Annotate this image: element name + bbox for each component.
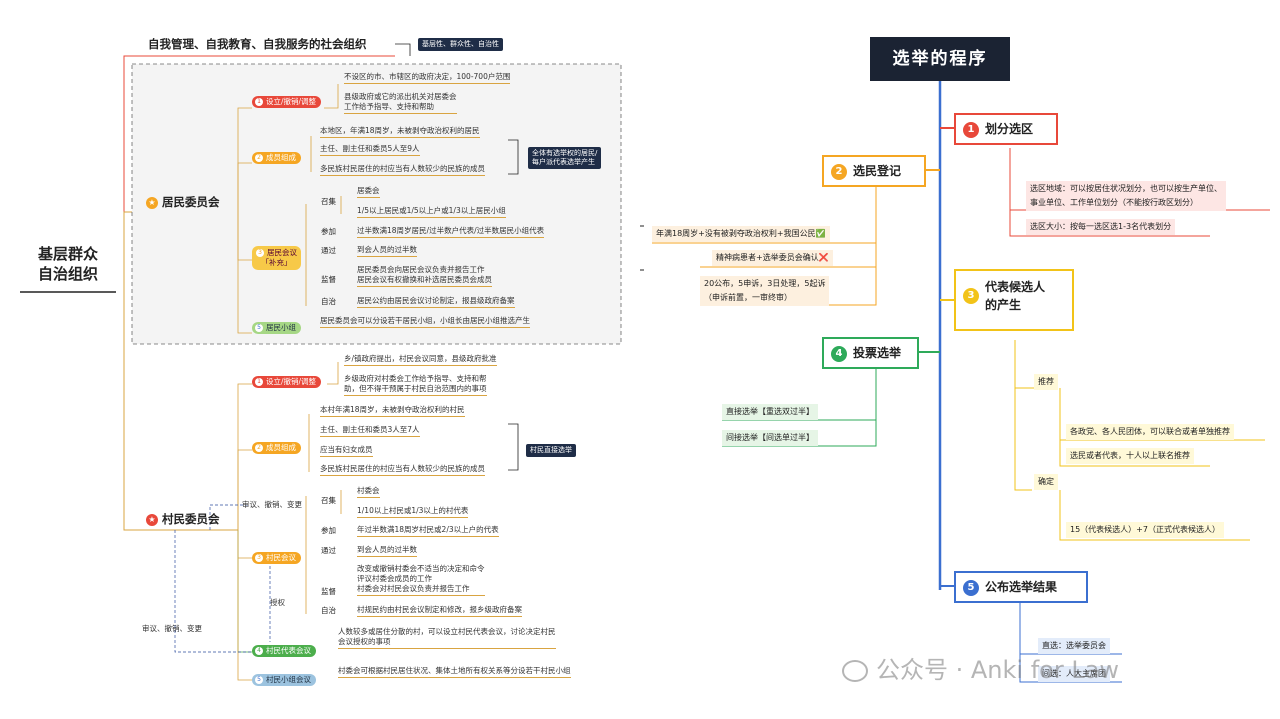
star-icon: ★ (146, 196, 158, 209)
residents-committee: ★ 居民委员会 (146, 194, 220, 210)
review-label-top: 审议、撤销、变更 (242, 500, 302, 509)
step3-confirm-label: 确定 (1034, 474, 1058, 490)
step5-item-1: 直选：选举委员会 (1038, 638, 1110, 654)
step2-item-3: 20公布，5申诉，3日处理，5起诉 （申诉前置，一审终审） (700, 276, 830, 306)
residents-convene-item-2: 1/5以上居民或1/5以上户或1/3以上居民小组 (357, 206, 506, 218)
residents-autonomy: 居民公约由居民会议讨论制定，报县级政府备案 (357, 296, 515, 308)
step2-item-2: 精神病患者+选举委员会确认❌ (712, 250, 833, 266)
residents-pass: 到会人员的过半数 (357, 245, 417, 257)
residents-members-item-1: 本地区，年满18周岁，未被剥夺政治权利的居民 (320, 126, 480, 138)
residents-members-item-3: 多民族村民居住的村应当有人数较少的民族的成员 (320, 164, 485, 176)
residents-label: 居民委员会 (162, 195, 220, 209)
step2-item-1: 年满18周岁+没有被剥夺政治权利+我国公民✅ (652, 226, 830, 242)
residents-members-item-2: 主任、副主任和委员5人至9人 (320, 144, 420, 156)
villagers-participate: 年过半数满18周岁村民或2/3以上户的代表 (357, 525, 499, 537)
villagers-members-item-3: 应当有妇女成员 (320, 445, 373, 457)
villagers-pass: 到会人员的过半数 (357, 545, 417, 557)
villagers-autonomy: 村规民约由村民会议制定和修改，报乡级政府备案 (357, 605, 522, 617)
villagers-convene-item-1: 村委会 (357, 486, 380, 498)
review-label-left: 审议、撤销、变更 (142, 624, 202, 633)
step1-item-1: 选区地域：可以按居住状况划分，也可以按生产单位、 事业单位、工作单位划分（不能按… (1026, 181, 1226, 211)
villagers-members-note: 村民直接选举 (526, 444, 576, 457)
step3-recommend-label: 推荐 (1034, 374, 1058, 390)
villagers-members-item-2: 主任、副主任和委员3人至7人 (320, 425, 420, 437)
residents-participate-label: 参加 (321, 227, 336, 236)
residents-participate: 过半数满18周岁居民/过半数户代表/过半数居民小组代表 (357, 226, 545, 238)
villagers-members-item-1: 本村年满18周岁，未被剥夺政治权利的村民 (320, 405, 465, 417)
residents-autonomy-label: 自治 (321, 297, 336, 306)
top-definition: 自我管理、自我教育、自我服务的社会组织 (148, 37, 367, 51)
villagers-participate-label: 参加 (321, 526, 336, 535)
villagers-setup-item-1: 乡/镇政府提出，村民会议同意，县级政府批准 (344, 354, 497, 366)
villagers-pass-label: 通过 (321, 546, 336, 555)
villagers-supervise: 改变或撤销村委会不适当的决定和命令 评议村委会成员的工作 村委会对村民会议负责并… (357, 564, 485, 596)
villagers-members-item-4: 多民族村民居住的村应当有人数较少的民族的成员 (320, 464, 485, 476)
root-node: 基层群众 自治组织 (37, 245, 98, 283)
villagers-autonomy-label: 自治 (321, 606, 336, 615)
villagers-convene-label: 召集 (321, 496, 336, 505)
step5-item-2: 间选：人大主席团 (1038, 666, 1110, 682)
authorize-label: 授权 (270, 598, 285, 607)
election-title: 选举的程序 (870, 37, 1010, 81)
villagers-rep-text: 人数较多或居住分散的村，可以设立村民代表会议，讨论决定村民 会议授权的事项 (338, 627, 556, 649)
residents-supervise-label: 监督 (321, 275, 336, 284)
residents-supervise: 居民委员会向居民会议负责并报告工作 居民会议有权撤换和补选居民委员会成员 (357, 265, 492, 287)
residents-convene-item-1: 居委会 (357, 186, 380, 198)
villagers-setup-item-2: 乡级政府对村委会工作给予指导、支持和帮 助，但不得干预属于村民自治范围内的事项 (344, 374, 487, 396)
step3-confirm: 15（代表候选人）+7（正式代表候选人） (1066, 522, 1224, 538)
villagers-supervise-label: 监督 (321, 587, 336, 596)
step1-item-2: 选区大小：按每一选区选1-3名代表划分 (1026, 219, 1176, 235)
step4-item-1: 直接选举【重选双过半】 (722, 404, 818, 420)
star-icon: ★ (146, 513, 158, 526)
top-properties: 基层性、群众性、自治性 (418, 38, 503, 51)
villagers-label: 村民委员会 (162, 512, 220, 526)
wechat-icon (842, 660, 868, 682)
residents-setup-item-1: 不设区的市、市辖区的政府决定，100-700户范围 (344, 72, 511, 84)
residents-group-text: 居民委员会可以分设若干居民小组，小组长由居民小组推选产生 (320, 316, 530, 328)
villagers-convene-item-2: 1/10以上村民或1/3以上的村代表 (357, 506, 469, 518)
residents-members-note: 全体有选举权的居民/ 每户派代表选举产生 (528, 147, 602, 169)
residents-convene-label: 召集 (321, 197, 336, 206)
residents-pass-label: 通过 (321, 246, 336, 255)
step3-node: 3代表候选人 的产生 (957, 272, 1056, 320)
watermark: 公众号 · Anki for Law (842, 650, 1119, 685)
step3-recommend-1: 各政党、各人民团体，可以联合或者单独推荐 (1066, 424, 1234, 440)
step3-recommend-2: 选民或者代表，十人以上联名推荐 (1066, 448, 1194, 464)
step4-item-2: 间接选举【间选单过半】 (722, 430, 818, 446)
villagers-group-text: 村委会可根据村民居住状况、集体土地所有权关系等分设若干村民小组 (338, 666, 571, 678)
residents-setup-item-2: 县级政府或它的派出机关对居委会 工作给予指导、支持和帮助 (344, 92, 457, 114)
villagers-committee: ★ 村民委员会 (146, 511, 220, 527)
